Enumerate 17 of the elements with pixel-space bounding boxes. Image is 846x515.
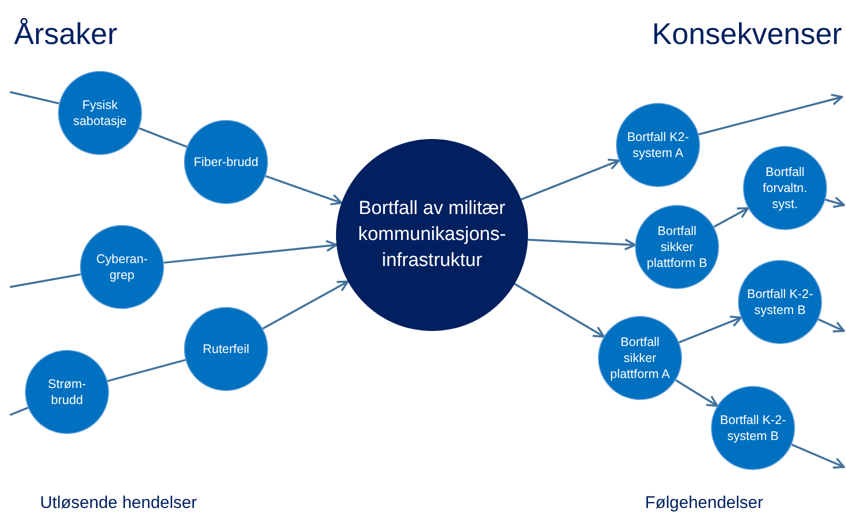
arrow: [164, 240, 338, 264]
arrow: [675, 379, 718, 407]
arrow: [528, 238, 636, 250]
arrow: [713, 207, 750, 228]
arrow: [262, 280, 349, 330]
section-heading: Konsekvenser: [652, 17, 842, 53]
arrow: [698, 94, 843, 136]
arrow: [514, 283, 605, 338]
arrow: [818, 318, 845, 332]
section-caption: Utløsende hendelser: [40, 492, 197, 514]
arrow: [825, 196, 845, 208]
section-heading: Årsaker: [14, 16, 118, 53]
arrow: [791, 444, 845, 469]
arrow: [520, 158, 620, 200]
section-caption: Følgehendelser: [645, 492, 764, 514]
arrow: [265, 175, 343, 206]
arrow: [678, 316, 742, 344]
